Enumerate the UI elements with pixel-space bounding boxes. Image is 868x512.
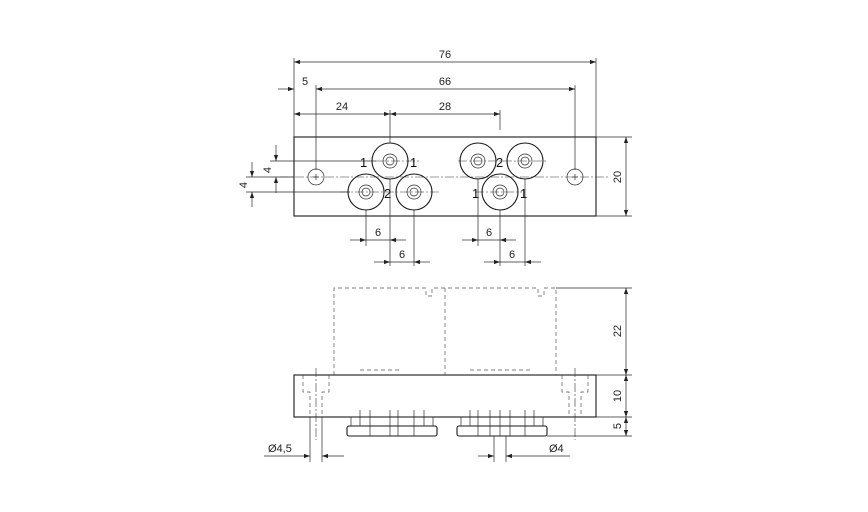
dimension-valve-height: 22: [612, 325, 624, 337]
dimension-right-spacing-lower: 6: [509, 249, 515, 261]
dimension-fitting-height: 5: [612, 423, 624, 429]
fitting-group-right: [456, 410, 548, 437]
dimension-center-offset-a: 4: [262, 167, 274, 173]
dimension-overall-length: 76: [439, 49, 451, 61]
port-label: 1: [472, 186, 479, 201]
dimension-hole-span: 66: [439, 76, 451, 88]
dimension-base-height: 10: [612, 390, 624, 402]
dimension-to-first-port: 24: [336, 101, 348, 113]
dimension-height: 20: [612, 171, 624, 183]
dimension-center-offset-b: 4: [238, 182, 250, 188]
side-view: 22 10 5 Ø4,5 Ø4: [264, 287, 632, 462]
mounting-hole-left-section: [302, 368, 330, 440]
dimension-left-spacing-lower: 6: [399, 249, 405, 261]
dimension-hole-diameter: Ø4,5: [268, 443, 292, 455]
dimension-port-spacing: 28: [439, 101, 451, 113]
port-label: 2: [384, 186, 391, 201]
top-view-plate-outline: [293, 136, 597, 217]
dimension-right-spacing-upper: 6: [486, 227, 492, 239]
dimension-port-diameter: Ø4: [549, 443, 564, 455]
dimension-left-spacing-upper: 6: [375, 227, 381, 239]
fitting-group-left: [346, 410, 438, 437]
port-label: 1: [410, 155, 417, 170]
port-label: 1: [520, 186, 527, 201]
mounting-hole-right-section: [561, 368, 589, 440]
dimension-edge-offset: 5: [302, 76, 308, 88]
base-plate-side: [293, 374, 597, 418]
port-label: 2: [496, 155, 503, 170]
top-view: 1 1 2 2 1 1 76 66 5 24 28 20: [238, 49, 632, 266]
phantom-valve-bodies: [333, 287, 557, 375]
port-label: 1: [360, 155, 367, 170]
